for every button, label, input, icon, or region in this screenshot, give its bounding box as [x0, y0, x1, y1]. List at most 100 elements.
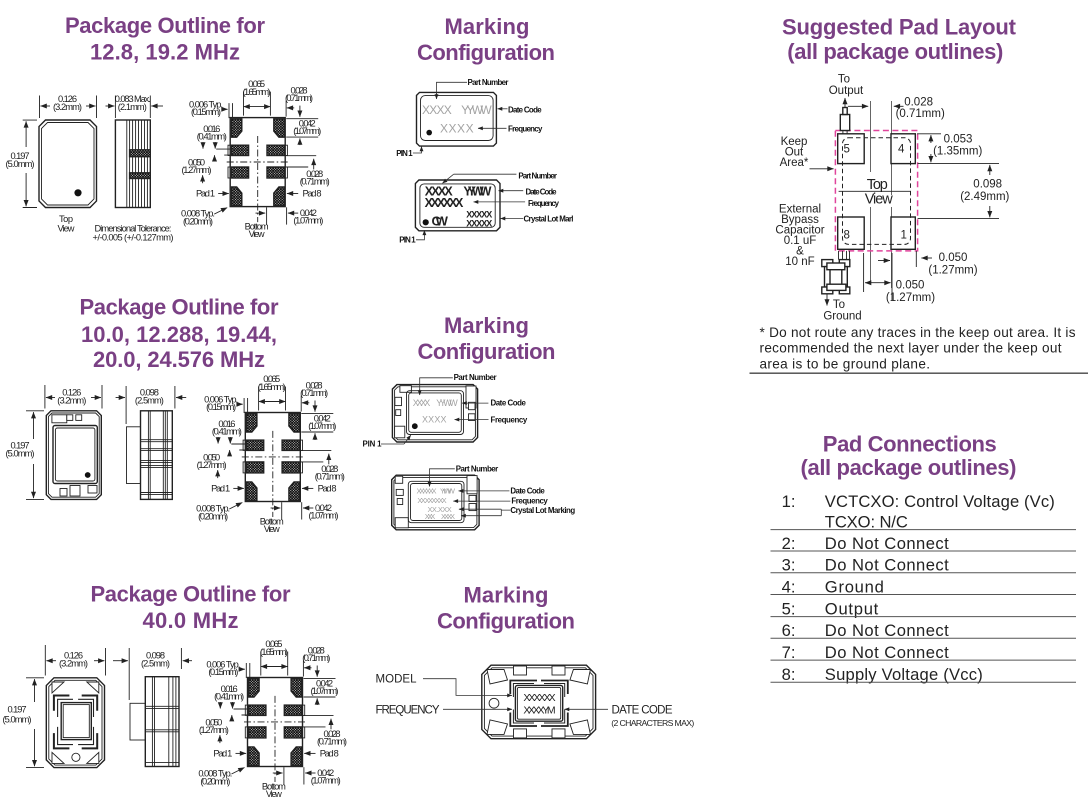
svg-text:Capacitor: Capacitor	[775, 225, 824, 237]
svg-text:Marking: Marking	[464, 583, 549, 608]
svg-text:(1.27mm): (1.27mm)	[928, 264, 977, 276]
svg-text:1: 1	[901, 230, 907, 242]
svg-text:Frequency: Frequency	[491, 415, 528, 424]
svg-text:Frequency: Frequency	[511, 497, 548, 506]
svg-text:0.028: 0.028	[904, 96, 933, 108]
svg-text:Do Not Connect: Do Not Connect	[825, 534, 949, 553]
svg-text:(2 CHARACTERS MAX): (2 CHARACTERS MAX)	[611, 718, 694, 728]
svg-text:0.197: 0.197	[11, 151, 30, 161]
svg-text:YYWW: YYWW	[463, 185, 491, 199]
svg-text:5: 5	[844, 144, 850, 156]
svg-text:Do Not Connect: Do Not Connect	[825, 556, 949, 575]
svg-text:(5.0mm): (5.0mm)	[6, 449, 35, 459]
svg-text:(1.27mm): (1.27mm)	[886, 292, 935, 304]
svg-text:0.098: 0.098	[146, 651, 165, 661]
svg-text:(2.1mm): (2.1mm)	[118, 102, 147, 112]
svg-text:(3.2mm): (3.2mm)	[59, 659, 88, 669]
svg-text:To: To	[838, 74, 850, 86]
svg-text:Dimensional Tolerance:: Dimensional Tolerance:	[95, 224, 172, 234]
svg-text:recommended the next layer und: recommended the next layer under the kee…	[760, 341, 1062, 356]
svg-text:Ground: Ground	[825, 577, 884, 596]
svg-text:Ground: Ground	[823, 311, 861, 323]
svg-text:0.126: 0.126	[62, 387, 81, 397]
svg-text:* Do not route any traces in t: * Do not route any traces in the keep ou…	[760, 325, 1076, 340]
svg-text:&: &	[796, 246, 804, 258]
svg-text:(2.5mm): (2.5mm)	[135, 395, 164, 405]
svg-text:40.0 MHz: 40.0 MHz	[143, 608, 239, 633]
svg-text:Output: Output	[829, 85, 864, 97]
svg-text:20.0, 24.576 MHz: 20.0, 24.576 MHz	[93, 347, 265, 372]
svg-text:XXXX: XXXX	[422, 415, 448, 425]
svg-text:XXXX: XXXX	[425, 185, 454, 199]
svg-text:Part Number: Part Number	[518, 172, 557, 181]
svg-text:6:: 6:	[782, 621, 796, 640]
svg-text:XXX: XXX	[425, 512, 436, 521]
svg-text:PIN 1: PIN 1	[363, 440, 383, 449]
svg-text:XXXX: XXXX	[422, 103, 452, 117]
svg-text:(2.5mm): (2.5mm)	[141, 659, 170, 669]
svg-text:4:: 4:	[782, 577, 796, 596]
svg-text:Configuration: Configuration	[418, 339, 556, 364]
svg-text:To: To	[833, 299, 845, 311]
svg-text:Frequency: Frequency	[528, 199, 560, 208]
svg-text:View: View	[865, 192, 894, 208]
svg-text:5:: 5:	[782, 599, 796, 618]
svg-text:(all package outlines): (all package outlines)	[787, 39, 1003, 64]
svg-text:YYWW: YYWW	[436, 398, 458, 408]
svg-text:Marking: Marking	[445, 14, 530, 39]
svg-text:Date Code: Date Code	[526, 188, 558, 197]
svg-text:area is to be ground plane.: area is to be ground plane.	[760, 357, 931, 372]
svg-text:Suggested Pad Layout: Suggested Pad Layout	[782, 15, 1017, 40]
svg-text:TCXO: N/C: TCXO: N/C	[825, 513, 908, 532]
svg-text:XXXXYM: XXXXYM	[523, 705, 555, 717]
svg-text:Date Code: Date Code	[508, 105, 542, 114]
svg-text:7:: 7:	[782, 643, 796, 662]
svg-text:4: 4	[898, 144, 905, 156]
svg-text:0.1 uF: 0.1 uF	[784, 235, 817, 247]
svg-text:External: External	[779, 204, 821, 216]
svg-text:10.0, 12.288, 19.44,: 10.0, 12.288, 19.44,	[81, 322, 277, 347]
svg-text:0.197: 0.197	[8, 704, 27, 714]
svg-text:XXXXXX: XXXXXX	[523, 692, 555, 704]
svg-text:0.126: 0.126	[58, 94, 77, 104]
svg-text:0.098: 0.098	[140, 387, 159, 397]
svg-text:Crystal Lot Marl: Crystal Lot Marl	[524, 215, 574, 224]
svg-text:CW: CW	[432, 213, 449, 228]
svg-text:XXXXX: XXXXX	[466, 210, 492, 220]
svg-text:XXXX: XXXX	[440, 122, 474, 136]
svg-text:XX.XXXXXX: XX.XXXXXX	[417, 496, 446, 505]
svg-text:0.083 Max.: 0.083 Max.	[115, 94, 151, 104]
svg-text:Top: Top	[59, 214, 73, 224]
svg-text:Top: Top	[867, 177, 888, 193]
svg-text:Package Outline for: Package Outline for	[80, 295, 279, 320]
svg-text:1:: 1:	[782, 492, 796, 511]
svg-text:0.197: 0.197	[11, 441, 30, 451]
svg-text:(5.0mm): (5.0mm)	[6, 159, 35, 169]
svg-text:0.050: 0.050	[896, 280, 925, 292]
svg-text:0.126: 0.126	[64, 651, 83, 661]
svg-text:Date Code: Date Code	[510, 486, 545, 495]
svg-text:Out: Out	[785, 147, 804, 159]
svg-text:Supply Voltage (Vcc): Supply Voltage (Vcc)	[825, 665, 983, 684]
svg-text:0.050: 0.050	[939, 252, 968, 264]
svg-text:Keep: Keep	[781, 136, 808, 148]
svg-text:PIN 1: PIN 1	[399, 236, 416, 245]
svg-text:(3.2mm): (3.2mm)	[53, 102, 82, 112]
svg-text:Part Number: Part Number	[468, 78, 509, 87]
svg-text:Package Outline for: Package Outline for	[65, 13, 265, 38]
svg-text:XXXXXX: XXXXXX	[425, 196, 464, 210]
svg-text:XX.XXX: XX.XXX	[427, 505, 451, 514]
svg-text:VCTCXO: Control Voltage (Vc): VCTCXO: Control Voltage (Vc)	[825, 492, 1055, 511]
svg-text:10 nF: 10 nF	[785, 256, 814, 268]
svg-text:Crystal Lot Marking: Crystal Lot Marking	[510, 506, 575, 515]
svg-text:XXXX: XXXX	[441, 512, 455, 521]
svg-text:(1.35mm): (1.35mm)	[933, 146, 982, 158]
svg-text:Area*: Area*	[780, 157, 809, 169]
svg-text:YYWW: YYWW	[461, 103, 492, 117]
svg-text:Package Outline for: Package Outline for	[91, 582, 291, 607]
svg-text:8:: 8:	[782, 665, 796, 684]
svg-text:0.053: 0.053	[944, 134, 973, 146]
svg-text:FREQUENCY: FREQUENCY	[376, 705, 440, 717]
svg-text:XXXXXX: XXXXXX	[417, 486, 437, 495]
svg-text:YYWW: YYWW	[440, 486, 456, 495]
